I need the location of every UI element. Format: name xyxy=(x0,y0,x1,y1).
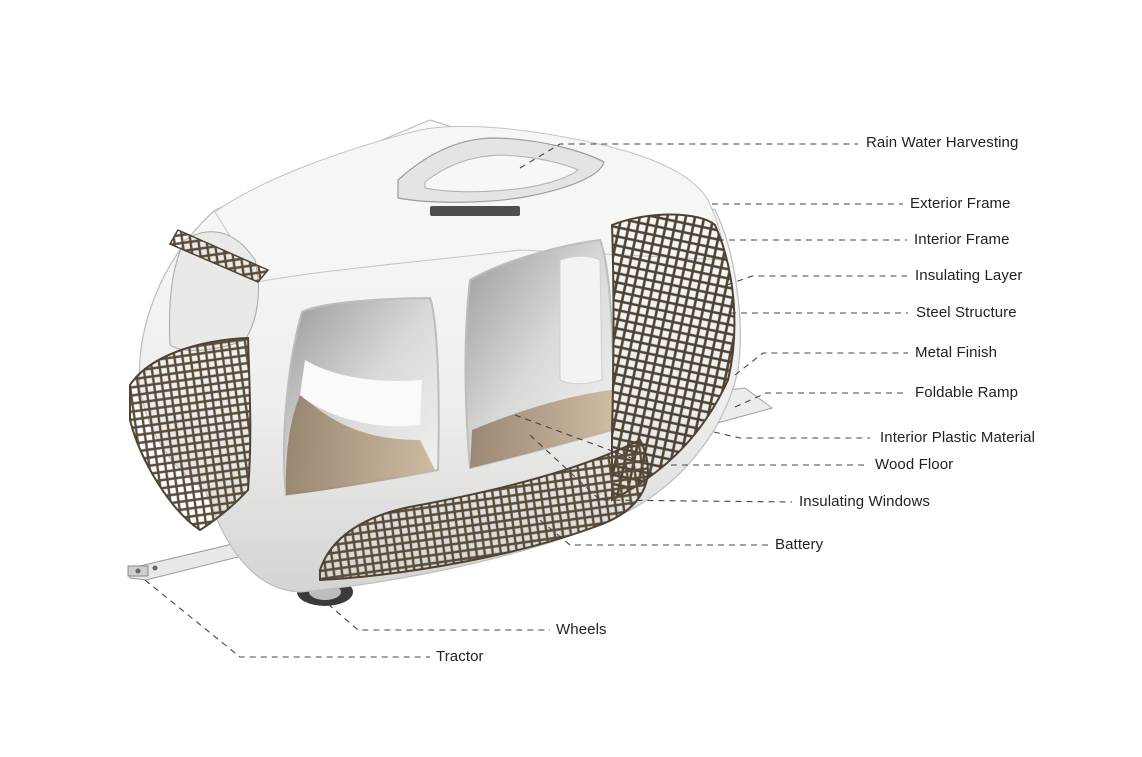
leader-tractor xyxy=(144,579,430,658)
label-tractor: Tractor xyxy=(436,648,484,665)
label-rain-water-harvesting: Rain Water Harvesting xyxy=(866,134,1019,151)
leader-foldable-ramp xyxy=(734,392,908,408)
leader-metal-finish xyxy=(734,352,908,376)
label-wheels: Wheels xyxy=(556,621,607,638)
label-insulating-layer: Insulating Layer xyxy=(915,267,1023,284)
label-interior-frame: Interior Frame xyxy=(914,231,1010,248)
leader-lines xyxy=(144,143,908,658)
leader-rain-water-harvesting xyxy=(519,143,858,169)
label-insulating-windows: Insulating Windows xyxy=(799,493,931,510)
side-window-front xyxy=(282,296,440,497)
steel-mesh-lower xyxy=(319,438,649,582)
leader-wood-floor xyxy=(514,414,868,466)
steel-mesh-rear xyxy=(610,213,736,502)
label-exterior-frame: Exterior Frame xyxy=(910,195,1011,212)
side-window-rear xyxy=(464,238,615,470)
leader-insulating-layer xyxy=(726,275,907,286)
leader-interior-plastic-material xyxy=(713,431,870,439)
label-wood-floor: Wood Floor xyxy=(875,456,954,473)
label-steel-structure: Steel Structure xyxy=(916,304,1017,321)
label-foldable-ramp: Foldable Ramp xyxy=(915,384,1019,401)
label-metal-finish: Metal Finish xyxy=(915,344,998,361)
leader-battery xyxy=(539,519,768,546)
label-battery: Battery xyxy=(775,536,824,553)
leader-insulating-windows xyxy=(529,434,793,503)
front-opening xyxy=(129,229,270,532)
leader-wheels xyxy=(327,603,550,631)
label-interior-plastic-material: Interior Plastic Material xyxy=(880,429,1036,446)
